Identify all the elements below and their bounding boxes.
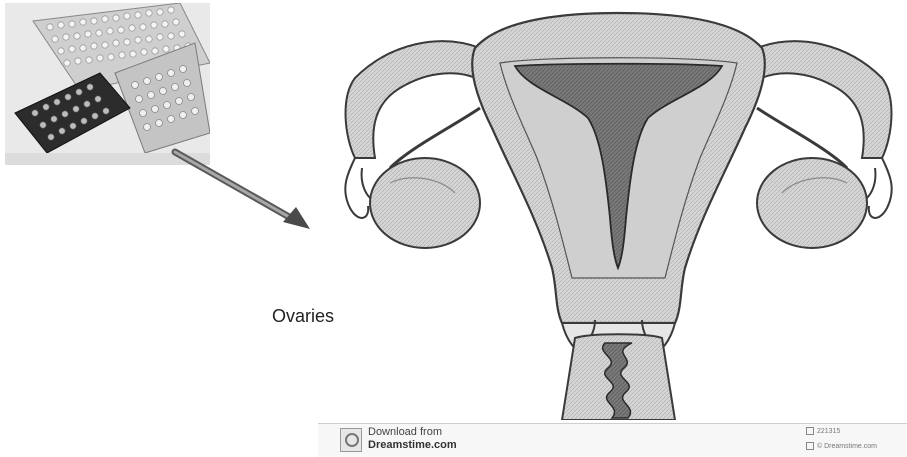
watermark-id-text: 221315 bbox=[817, 428, 840, 435]
watermark-copyright: © Dreamstime.com bbox=[806, 442, 877, 450]
pill-packs-photo bbox=[5, 3, 210, 165]
watermark-id: 221315 bbox=[806, 427, 840, 435]
watermark-line1: Download from bbox=[368, 426, 442, 438]
right-ovary bbox=[757, 108, 867, 248]
watermark-bar: Download from Dreamstime.com 221315 © Dr… bbox=[318, 423, 907, 457]
uterus-diagram bbox=[330, 8, 907, 420]
watermark-line2: Dreamstime.com bbox=[368, 439, 457, 451]
left-ovary bbox=[370, 108, 480, 248]
watermark-copyright-text: © Dreamstime.com bbox=[817, 443, 877, 450]
vagina bbox=[562, 334, 675, 420]
ovaries-label: Ovaries bbox=[272, 306, 334, 327]
dreamstime-logo-icon bbox=[340, 428, 362, 452]
